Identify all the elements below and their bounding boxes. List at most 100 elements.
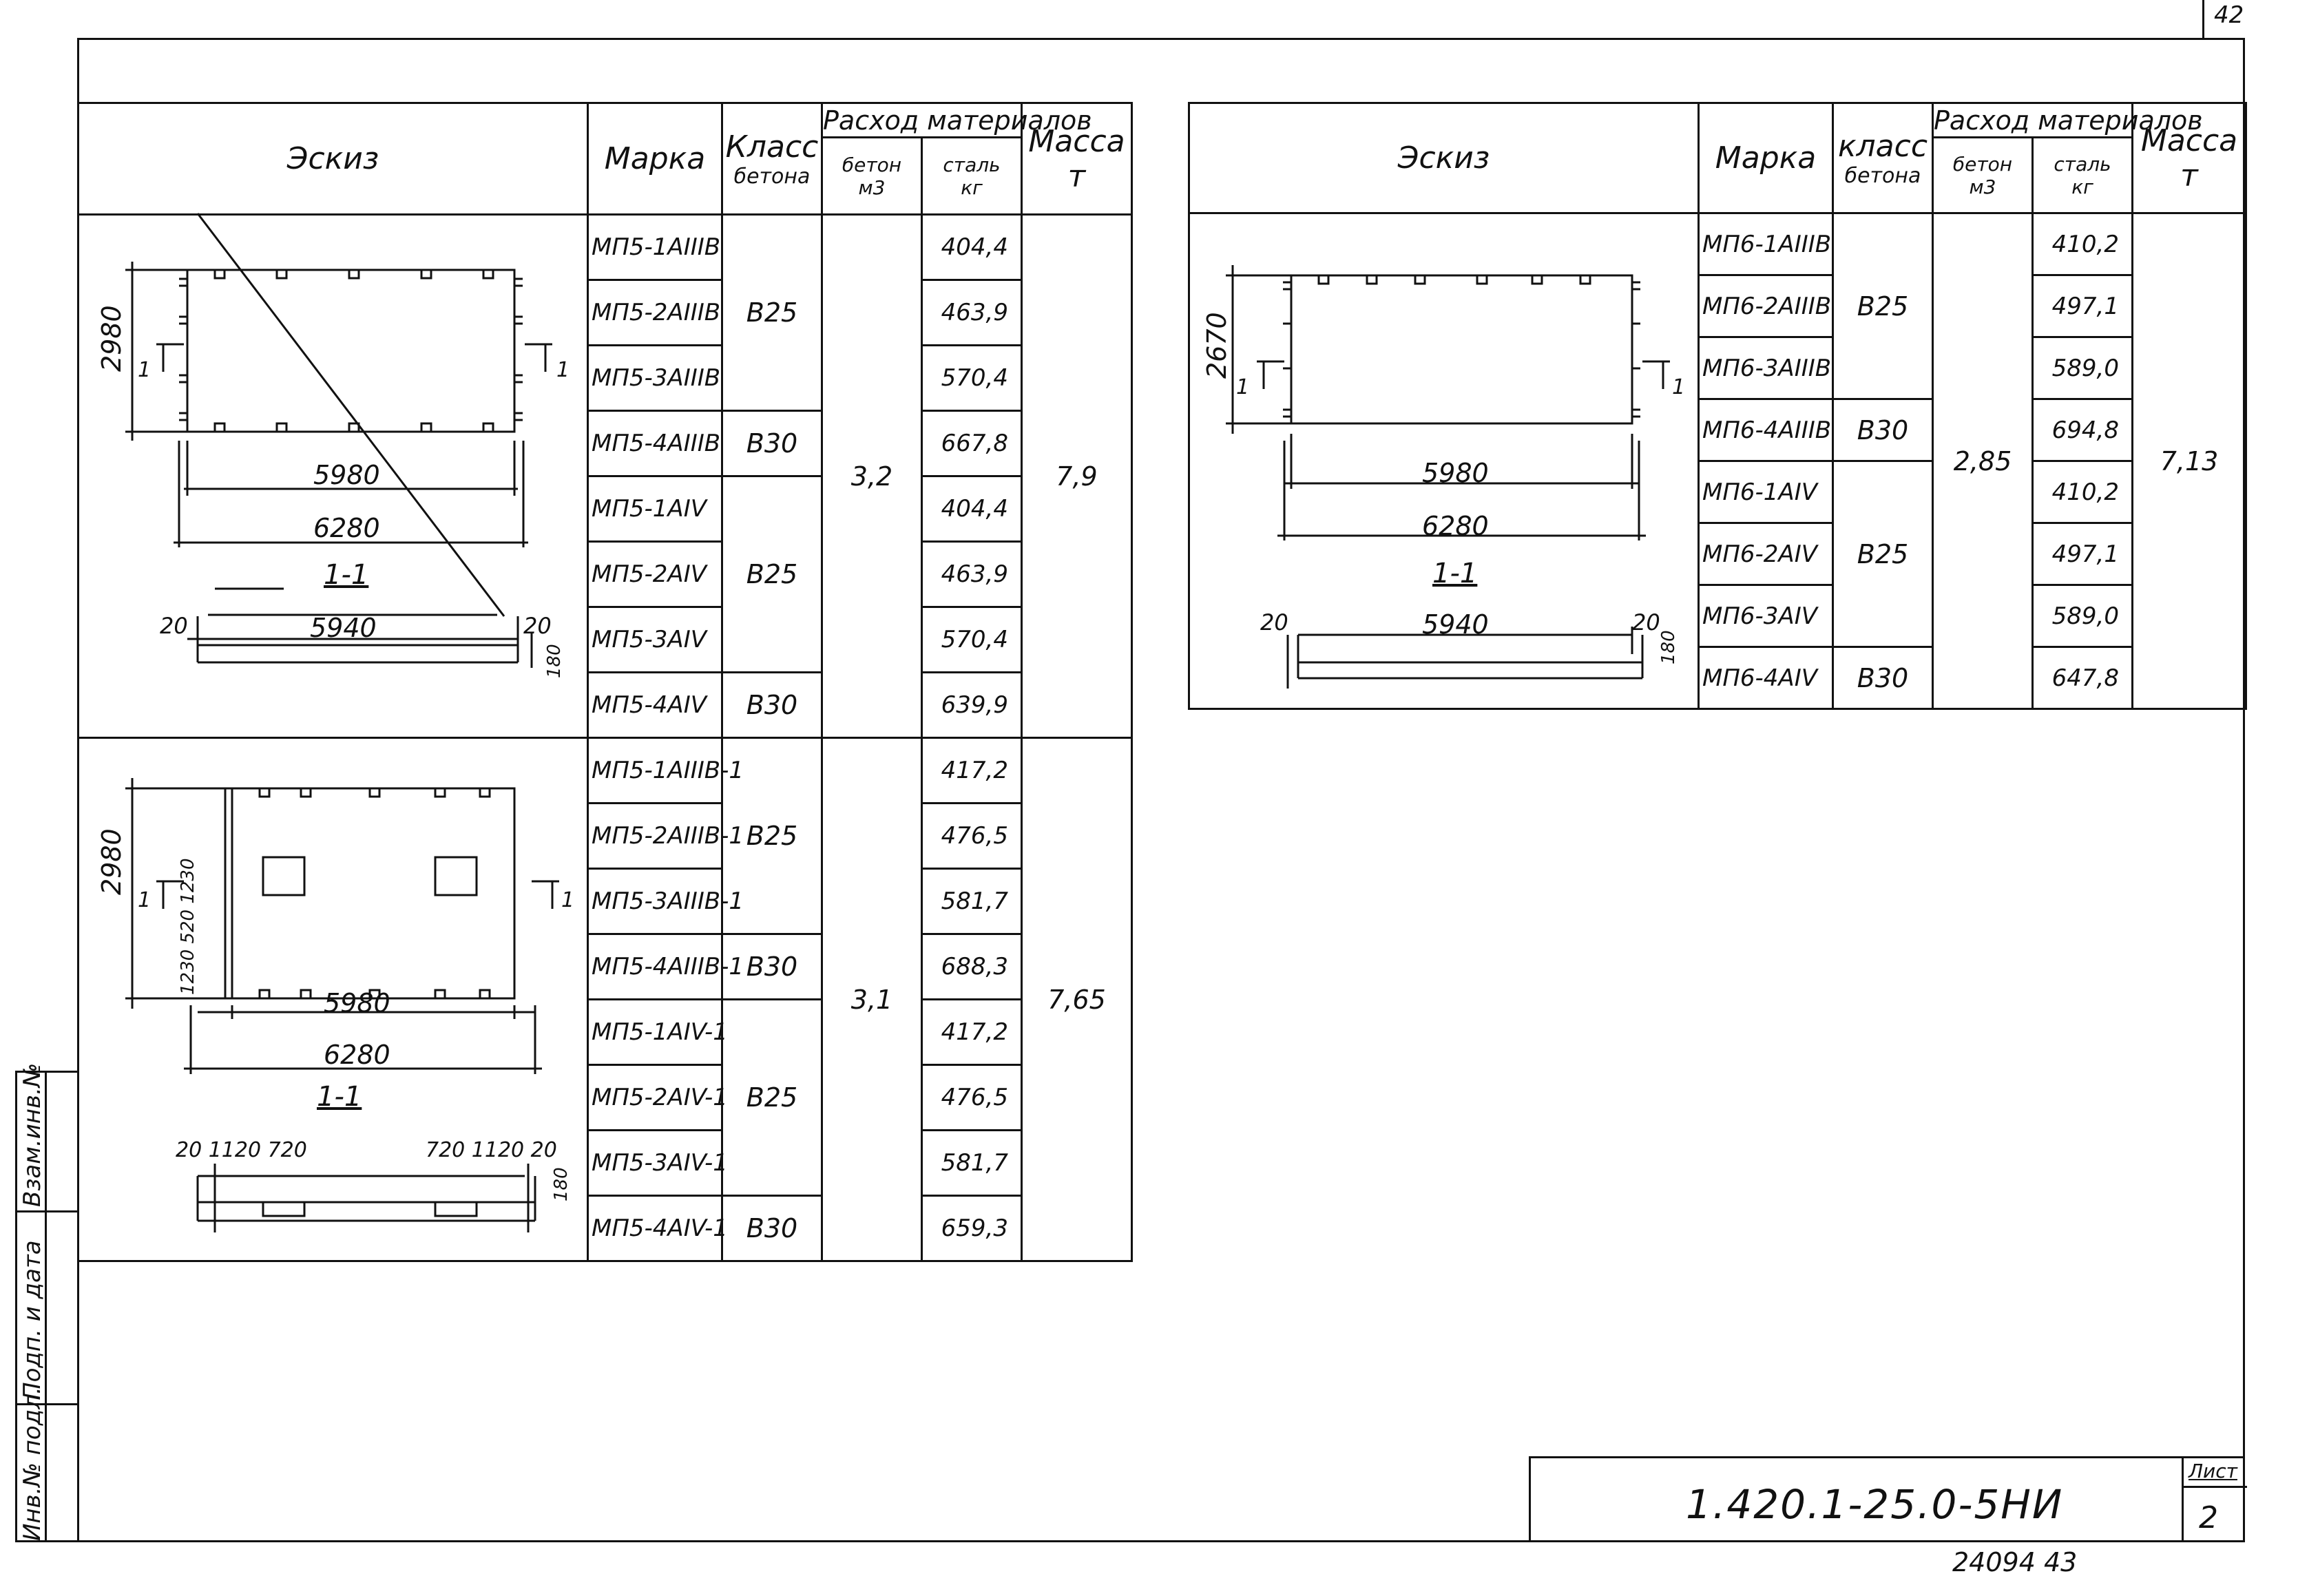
header-mark: Марка bbox=[587, 102, 723, 216]
class-cell: В30 bbox=[1832, 398, 1934, 462]
footer-number: 24094 43 bbox=[1952, 1547, 2078, 1577]
stamp-inventory-label: Инв.№ подл. bbox=[19, 1387, 46, 1541]
class-cell: В30 bbox=[721, 410, 823, 477]
steel-cell: 589,0 bbox=[2031, 584, 2133, 648]
dim-thickness-3: 180 bbox=[1658, 630, 1679, 664]
steel-cell: 589,0 bbox=[2031, 336, 2133, 400]
panel-sketch-2 bbox=[125, 778, 559, 1232]
steel-cell: 476,5 bbox=[921, 1064, 1023, 1131]
table-row: МП5-2АIIIВ-1 bbox=[587, 802, 744, 870]
steel-cell: 404,4 bbox=[921, 475, 1023, 543]
steel-cell: 497,1 bbox=[2031, 274, 2133, 338]
panel-sketch-3 bbox=[1226, 265, 1670, 689]
stamp-replacement-label: Взам.инв.№ bbox=[19, 1062, 46, 1207]
dim-cut-left-3: 1 bbox=[1236, 375, 1250, 399]
sheet-number: 2 bbox=[2199, 1500, 2218, 1535]
class-cell: В30 bbox=[1832, 646, 1934, 710]
table-row: МП5-2АIIIВ bbox=[587, 279, 723, 346]
table-row: МП6-2АIV bbox=[1698, 522, 1834, 586]
dim-cut-right-3: 1 bbox=[1672, 375, 1686, 399]
class-cell: В25 bbox=[1832, 212, 1934, 400]
dim-section-right-2: 720 1120 20 bbox=[426, 1138, 557, 1162]
page-marker: 42 bbox=[2214, 1, 2244, 29]
table-row: МП6-3АIIIВ bbox=[1698, 336, 1834, 400]
steel-cell: 694,8 bbox=[2031, 398, 2133, 462]
table-row: МП5-1АIV-1 bbox=[587, 998, 728, 1066]
concrete-cell: 3,1 bbox=[821, 737, 923, 1262]
dim-section-width-3: 5940 bbox=[1422, 609, 1489, 640]
header-class: класс бетона bbox=[1832, 102, 1934, 214]
dim-outer-width-1: 6280 bbox=[313, 513, 380, 543]
steel-cell: 570,4 bbox=[921, 344, 1023, 412]
dim-thickness-2: 180 bbox=[551, 1167, 572, 1201]
section-label-2: 1-1 bbox=[317, 1081, 362, 1113]
steel-cell: 639,9 bbox=[921, 671, 1023, 739]
class-cell: В30 bbox=[721, 1195, 823, 1262]
table-row: МП5-3АIIIВ-1 bbox=[587, 868, 744, 935]
steel-cell: 647,8 bbox=[2031, 646, 2133, 710]
page-marker-tick bbox=[2202, 0, 2204, 38]
title-block: 1.420.1-25.0-5НИ Лист 2 bbox=[1529, 1456, 2247, 1542]
steel-cell: 404,4 bbox=[921, 213, 1023, 281]
table-row: МП6-1АIIIВ bbox=[1698, 212, 1834, 276]
steel-cell: 410,2 bbox=[2031, 212, 2133, 276]
class-cell: В30 bbox=[721, 671, 823, 739]
dim-inner-width-2: 5980 bbox=[324, 988, 390, 1018]
concrete-cell: 2,85 bbox=[1932, 212, 2034, 710]
table-row: МП5-1АIIIВ-1 bbox=[587, 737, 744, 804]
header-sketch: Эскиз bbox=[77, 102, 589, 216]
table-row: МП5-3АIIIВ bbox=[587, 344, 723, 412]
table-row: МП5-4АIV-1 bbox=[587, 1195, 728, 1262]
title-block-divider bbox=[2182, 1458, 2184, 1540]
class-cell: В25 bbox=[721, 737, 823, 935]
panel-sketch-1 bbox=[125, 213, 552, 668]
steel-cell: 570,4 bbox=[921, 606, 1023, 673]
dim-section-left-2: 20 1120 720 bbox=[176, 1138, 307, 1162]
class-cell: В25 bbox=[721, 213, 823, 412]
table-row: МП6-4АIIIВ bbox=[1698, 398, 1834, 462]
section-label-1: 1-1 bbox=[324, 559, 369, 591]
table-row: МП6-1АIV bbox=[1698, 460, 1834, 524]
table-row: МП5-4АIIIВ bbox=[587, 410, 723, 477]
dim-cut-left-2: 1 bbox=[138, 888, 152, 912]
dim-inner-width-3: 5980 bbox=[1422, 458, 1489, 488]
dim-outer-width-3: 6280 bbox=[1422, 511, 1489, 541]
sketch-cell-right bbox=[1188, 212, 1700, 710]
dim-inner-width-1: 5980 bbox=[313, 460, 380, 490]
class-cell: В25 bbox=[721, 475, 823, 673]
title-block-sheet-divider bbox=[2182, 1486, 2247, 1488]
dim-thickness-1: 180 bbox=[544, 644, 565, 678]
steel-cell: 417,2 bbox=[921, 998, 1023, 1066]
steel-cell: 659,3 bbox=[921, 1195, 1023, 1262]
steel-cell: 476,5 bbox=[921, 802, 1023, 870]
table-row: МП5-2АIV bbox=[587, 540, 723, 608]
header-sketch: Эскиз bbox=[1188, 102, 1700, 214]
header-consumption: Расход материалов bbox=[1932, 102, 2203, 138]
class-cell: В25 bbox=[721, 998, 823, 1197]
sketch-cell-group1 bbox=[77, 213, 589, 739]
dim-cut-right-1: 1 bbox=[556, 358, 570, 382]
sheet-label: Лист bbox=[2189, 1460, 2237, 1482]
table-row: МП5-2АIV-1 bbox=[587, 1064, 728, 1131]
steel-cell: 463,9 bbox=[921, 540, 1023, 608]
dim-height-1: 2980 bbox=[96, 305, 127, 372]
stamp-signature-label: Подп. и дата bbox=[19, 1240, 46, 1400]
side-stamp: Взам.инв.№ Подп. и дата Инв.№ подл. bbox=[15, 1063, 79, 1542]
dim-section-width-1: 5940 bbox=[310, 613, 377, 643]
header-mass: Масса т bbox=[1021, 102, 1133, 216]
dim-outer-width-2: 6280 bbox=[324, 1040, 390, 1070]
table-row: МП6-4АIV bbox=[1698, 646, 1834, 710]
steel-cell: 410,2 bbox=[2031, 460, 2133, 524]
mass-cell: 7,65 bbox=[1021, 737, 1133, 1262]
steel-cell: 463,9 bbox=[921, 279, 1023, 346]
mass-cell: 7,13 bbox=[2131, 212, 2247, 710]
class-cell: В30 bbox=[721, 933, 823, 1000]
table-row: МП5-4АIIIВ-1 bbox=[587, 933, 744, 1000]
header-mass: Масса т bbox=[2131, 102, 2247, 214]
dim-cut-left-1: 1 bbox=[138, 358, 152, 382]
right-spec-table: Эскиз Марка класс бетона Расход материал… bbox=[1188, 102, 2247, 710]
dim-edge-left-3: 20 bbox=[1260, 609, 1288, 636]
steel-cell: 688,3 bbox=[921, 933, 1023, 1000]
